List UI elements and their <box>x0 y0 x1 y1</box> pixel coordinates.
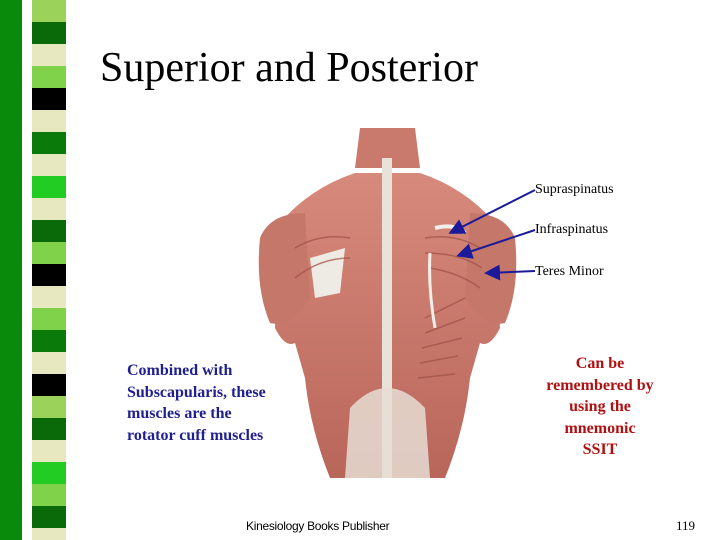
footer-publisher: Kinesiology Books Publisher <box>246 519 390 533</box>
label-infraspinatus: Infraspinatus <box>535 222 609 237</box>
label-teres-minor: Teres Minor <box>535 264 604 279</box>
back-muscles-illustration <box>250 128 525 478</box>
slide-title: Superior and Posterior <box>100 45 478 91</box>
rotator-cuff-note: Combined with Subscapularis, these muscl… <box>127 362 266 444</box>
page-number: 119 <box>676 518 696 533</box>
mnemonic-note: Can be remembered by using the mnemonic … <box>546 355 654 458</box>
decorative-stripe <box>0 0 76 540</box>
label-supraspinatus: Supraspinatus <box>535 182 614 197</box>
